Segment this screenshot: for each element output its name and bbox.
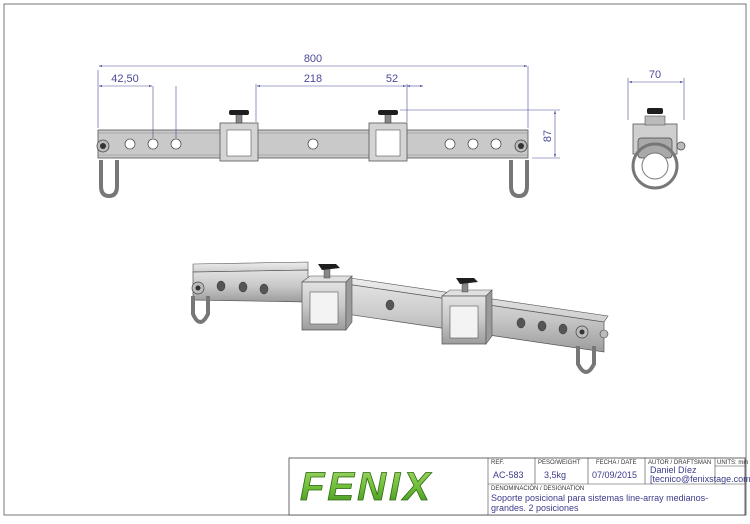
designation-line1: Soporte posicional para sistemas line-ar… — [491, 493, 708, 503]
weight-label: PESO/WEIGHT — [538, 460, 581, 466]
dim-side-width: 70 — [649, 69, 661, 81]
units-label: UNITS: mm — [717, 460, 748, 466]
designation-line2: grandes. 2 posiciones — [491, 503, 579, 513]
front-view — [96, 110, 529, 199]
front-shackle-right — [509, 139, 529, 199]
front-holes — [124, 138, 502, 150]
front-clamp-left — [219, 110, 259, 162]
ref-value: AC-583 — [493, 470, 524, 480]
dim-clamp-width: 52 — [386, 73, 398, 85]
designation-label: DENOMINACIÓN / DESIGNATION — [491, 485, 584, 492]
author-name: Daniel Díez — [650, 465, 697, 475]
fenix-logo: FENIX — [300, 465, 433, 509]
date-value: 07/09/2015 — [592, 470, 637, 480]
iso-shackle-left — [191, 281, 210, 324]
author-label: AUTOR / DRAFTSMAN — [648, 460, 711, 466]
iso-clamp-left — [301, 264, 353, 331]
dim-clamp-spacing: 218 — [304, 73, 322, 85]
side-view — [631, 108, 686, 190]
date-label: FECHA / DATE — [596, 460, 637, 466]
front-shackle-left — [96, 139, 119, 199]
front-bar — [97, 129, 529, 159]
iso-shackle-right — [575, 325, 609, 374]
dim-end-hole: 42,50 — [111, 73, 139, 85]
front-clamp-right — [368, 110, 408, 162]
dim-overall-width: 800 — [304, 53, 322, 65]
isometric-view — [191, 261, 609, 374]
weight-value: 3,5kg — [544, 470, 566, 480]
author-email: [tecnico@fenixstage.com] — [650, 474, 750, 484]
title-block — [288, 457, 746, 516]
iso-clamp-right — [441, 278, 493, 345]
dim-height: 87 — [542, 130, 554, 142]
front-dimensions — [97, 64, 685, 159]
ref-label: REF. — [491, 460, 504, 466]
